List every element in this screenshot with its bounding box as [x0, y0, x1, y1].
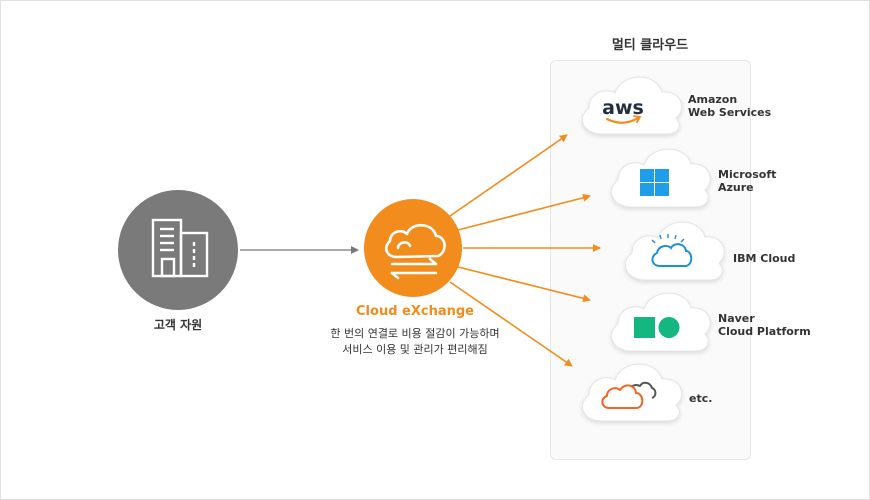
cloud-exchange-hub [364, 199, 462, 297]
microsoft-azure-logo [640, 169, 669, 196]
cloud-exchange-title: Cloud eXchange [356, 304, 474, 319]
arrow-to-aws [449, 134, 568, 217]
cloud-ibm [624, 221, 725, 281]
building-icon [151, 218, 209, 278]
ibm-cloud-logo [651, 234, 693, 267]
ibm-label: IBM Cloud [733, 252, 796, 265]
aws-label: Amazon Web Services [688, 93, 772, 119]
hub-desc-line-1: 한 번의 연결로 비용 절감이 가능하며 [330, 327, 500, 340]
hub-desc-line-2: 서비스 이용 및 관리가 편리해짐 [342, 343, 488, 356]
naver-cloud-logo [634, 317, 680, 338]
arrow-to-azure [457, 193, 591, 231]
etc-label: etc. [689, 392, 713, 405]
naver-label: Naver Cloud Platform [718, 312, 811, 338]
arrow-to-etc [449, 281, 573, 367]
hub-to-cloud-arrows [449, 134, 601, 367]
customer-resources-label: 고객 자원 [153, 318, 203, 332]
cloud-exchange-icon [384, 223, 446, 280]
generic-cloud-logo [601, 381, 657, 409]
cloud-exchange-description: 한 번의 연결로 비용 절감이 가능하며 서비스 이용 및 관리가 편리해짐 [300, 326, 530, 358]
azure-label: Microsoft Azure [718, 168, 777, 194]
aws-logo: aws [602, 97, 644, 124]
svg-text:aws: aws [602, 97, 644, 119]
customer-resources-node [118, 190, 238, 310]
arrow-to-naver [457, 266, 591, 303]
panel-title: 멀티 클라우드 [611, 38, 689, 53]
